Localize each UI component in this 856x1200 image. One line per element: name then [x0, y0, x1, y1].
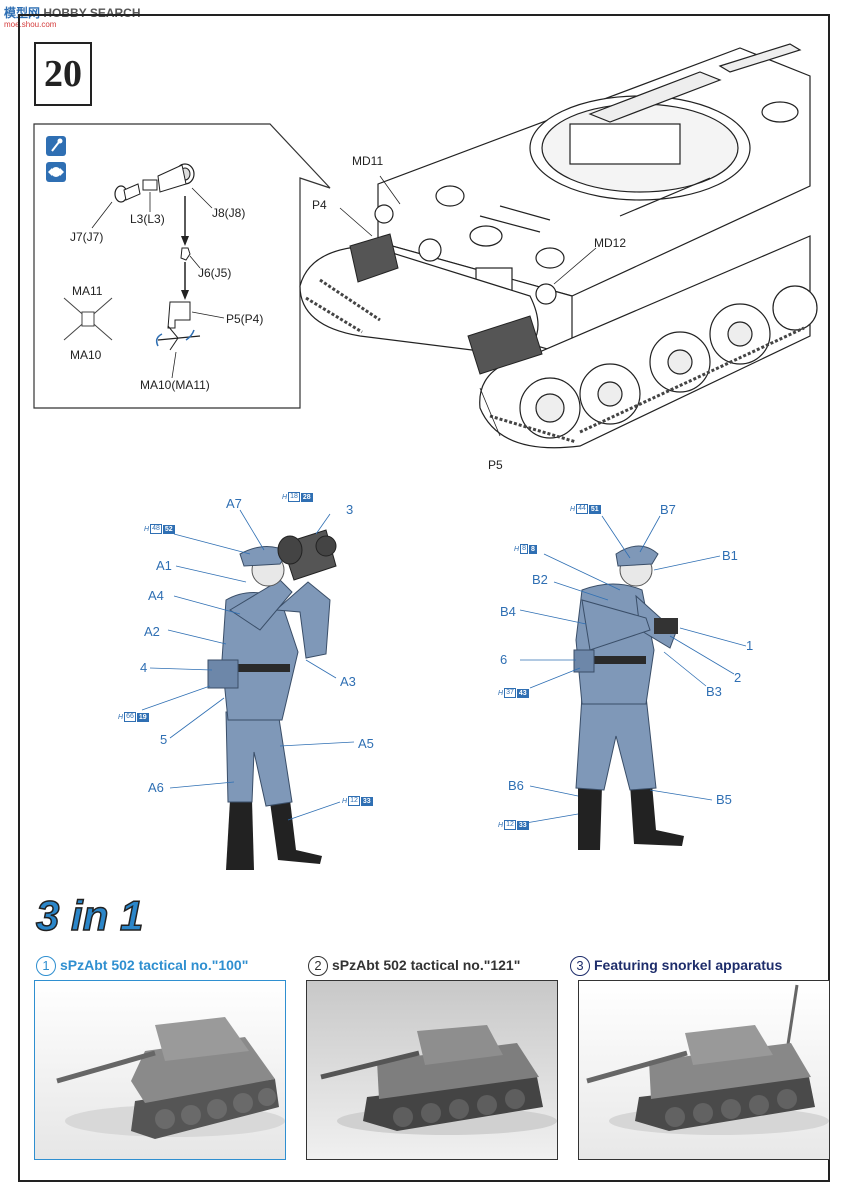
label-b-6: 6: [500, 652, 508, 667]
label-p5-inset: P5(P4): [226, 312, 264, 326]
label-j7: J7(J7): [70, 230, 104, 244]
figure-b-drawing: [519, 515, 747, 850]
label-b3: B3: [706, 684, 722, 699]
watermark-logo-cn: 模型网: [4, 6, 41, 20]
label-a3: A3: [340, 674, 356, 689]
label-a-5: 5: [160, 732, 168, 747]
label-l3: L3(L3): [130, 212, 165, 226]
label-p4: P4: [312, 198, 327, 212]
label-j6: J6(J5): [198, 266, 232, 280]
label-ma11: MA11: [72, 284, 103, 298]
label-b-1: 1: [746, 638, 754, 653]
label-a4: A4: [148, 588, 164, 603]
watermark-url: moe.shou.com: [4, 20, 57, 29]
label-a5: A5: [358, 736, 374, 751]
label-md11: MD11: [352, 154, 384, 168]
label-md12: MD12: [594, 236, 627, 250]
version-3-photo: [578, 980, 830, 1160]
label-a-3: 3: [346, 502, 354, 517]
label-b7: B7: [660, 502, 676, 517]
label-a7: A7: [226, 496, 242, 511]
headlight-drawing: [114, 163, 195, 203]
label-b6: B6: [508, 778, 524, 793]
label-p5: P5: [488, 458, 503, 472]
label-b5: B5: [716, 792, 732, 807]
glue-icon: [46, 136, 66, 156]
label-b4: B4: [500, 604, 516, 619]
step-number: 20: [34, 42, 92, 106]
tank-hull-drawing: [299, 43, 818, 449]
svg-text:3 in 1: 3 in 1: [36, 892, 143, 939]
label-b1: B1: [722, 548, 738, 563]
figure-a-drawing: [141, 509, 355, 870]
label-a-4: 4: [140, 660, 148, 675]
watermark-logo-latin: HOBBY SEARCH: [43, 6, 141, 20]
label-a2: A2: [144, 624, 160, 639]
paint-swap-icon: [46, 162, 66, 182]
version-1-photo: [34, 980, 286, 1160]
label-a1: A1: [156, 558, 172, 573]
watermark-logo: 模型网 HOBBY SEARCH: [4, 4, 140, 21]
label-b2: B2: [532, 572, 548, 587]
ma-parts-drawing: [63, 297, 113, 341]
label-ma10: MA10: [70, 348, 102, 362]
label-j8: J8(J8): [212, 206, 246, 220]
version-2-photo: [306, 980, 558, 1160]
label-ma10-ma11: MA10(MA11): [140, 378, 210, 392]
three-in-one-banner: 3 in 1: [35, 891, 144, 940]
label-b-2: 2: [734, 670, 742, 685]
label-a6: A6: [148, 780, 164, 795]
page-frame: [18, 14, 830, 1182]
